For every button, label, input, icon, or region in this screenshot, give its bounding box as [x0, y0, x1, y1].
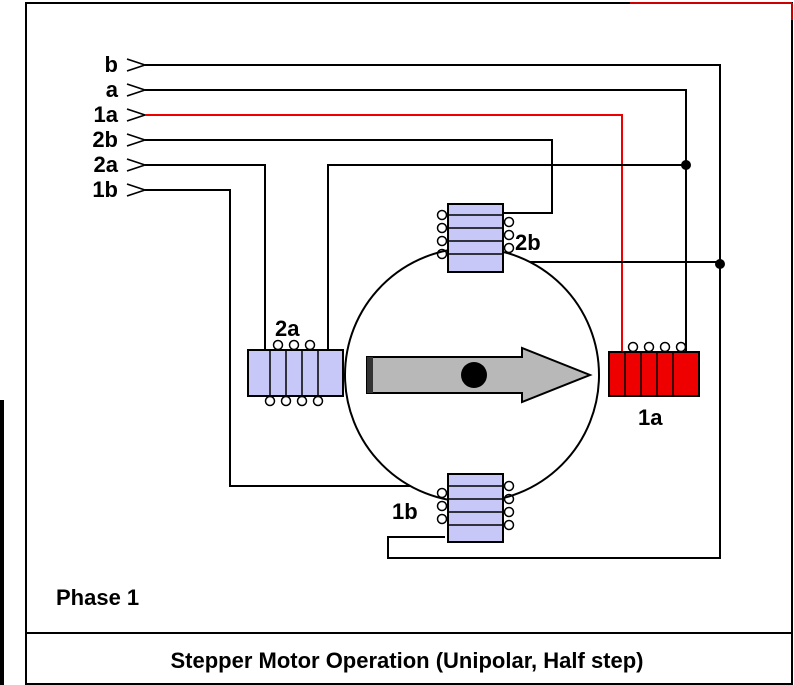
wire-2a — [145, 164, 266, 352]
wire-1b — [145, 189, 442, 487]
coil-label-2b: 2b — [515, 230, 541, 255]
terminal-label-1b: 1b — [92, 177, 118, 202]
terminal-label-2b: 2b — [92, 127, 118, 152]
coil-1b-core — [447, 473, 504, 543]
coil-2a — [247, 339, 344, 407]
junction-dot-upper — [681, 160, 691, 170]
coil-label-2a: 2a — [275, 316, 300, 341]
coil-1a-core — [608, 351, 700, 397]
diagram-caption: Stepper Motor Operation (Unipolar, Half … — [170, 648, 643, 673]
phase-label: Phase 1 — [56, 585, 139, 610]
rotor-arrow-tail — [367, 357, 373, 393]
coil-2a-core — [247, 349, 344, 397]
wire-2a-common — [327, 164, 686, 352]
rotor-axle — [461, 362, 487, 388]
wire-1a-active — [145, 114, 623, 352]
terminal-label-1a: 1a — [94, 102, 119, 127]
left-edge-bar — [0, 400, 4, 685]
terminal-label-b: b — [105, 52, 118, 77]
terminal-label-a: a — [106, 77, 119, 102]
wire-2b — [145, 139, 553, 214]
coil-1a-energized — [608, 341, 700, 397]
junction-dot-lower — [715, 259, 725, 269]
terminal-label-2a: 2a — [94, 152, 119, 177]
coil-2b — [436, 203, 515, 273]
wire-b — [145, 64, 721, 559]
wire-a — [145, 89, 687, 352]
coil-2b-core — [447, 203, 504, 273]
coil-label-1a: 1a — [638, 405, 663, 430]
coil-label-1b: 1b — [392, 499, 418, 524]
coil-1b — [436, 473, 515, 543]
